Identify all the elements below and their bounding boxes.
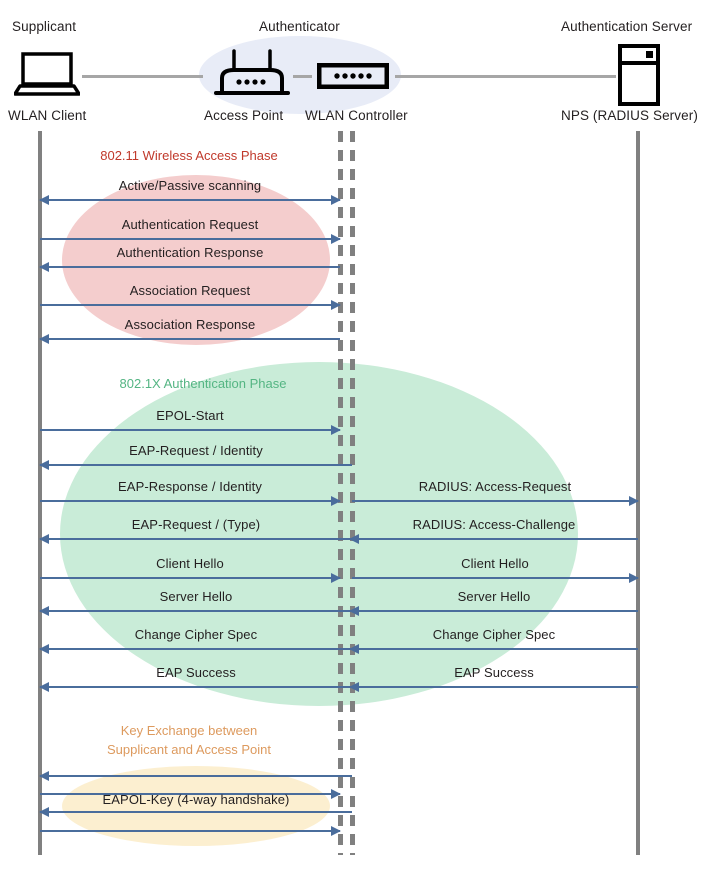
arrow-shaft xyxy=(352,500,638,502)
link-client-to-ap xyxy=(82,75,203,78)
message-label: Client Hello xyxy=(156,556,224,571)
message-label: Server Hello xyxy=(457,589,531,604)
link-controller-to-server xyxy=(395,75,616,78)
message-label: Change Cipher Spec xyxy=(432,627,556,642)
lifeline-access-point xyxy=(338,131,343,855)
arrow-shaft xyxy=(40,775,352,777)
lifeline-authentication-server xyxy=(636,131,640,855)
message-label: Server Hello xyxy=(159,589,233,604)
arrow-shaft xyxy=(40,538,352,540)
arrowhead-right-icon xyxy=(331,234,341,244)
message-label: Active/Passive scanning xyxy=(118,178,262,193)
arrow-shaft xyxy=(40,429,340,431)
arrowhead-right-icon xyxy=(331,826,341,836)
wireless-phase-caption: 802.11 Wireless Access Phase xyxy=(100,148,278,163)
message-label: Association Request xyxy=(129,283,251,298)
arrowhead-right-icon xyxy=(331,496,341,506)
arrowhead-left-icon xyxy=(349,534,359,544)
arrowhead-left-icon xyxy=(39,644,49,654)
role-title-supplicant: Supplicant xyxy=(12,19,77,34)
message-label: Authentication Response xyxy=(116,245,264,260)
arrow-shaft xyxy=(40,830,340,832)
arrowhead-right-icon xyxy=(629,496,639,506)
message-label: RADIUS: Access-Challenge xyxy=(412,517,576,532)
arrowhead-left-icon xyxy=(39,606,49,616)
arrow-shaft xyxy=(40,577,340,579)
arrow-shaft xyxy=(40,500,340,502)
arrowhead-left-icon xyxy=(39,334,49,344)
lifeline-supplicant xyxy=(38,131,42,855)
wireless-phase-highlight xyxy=(62,175,330,345)
arrowhead-right-icon xyxy=(629,573,639,583)
node-label-wlan-controller: WLAN Controller xyxy=(305,108,408,123)
node-label-nps-radius-server: NPS (RADIUS Server) xyxy=(561,108,698,123)
message-label: Client Hello xyxy=(461,556,529,571)
message-label: Association Response xyxy=(124,317,256,332)
arrowhead-right-icon xyxy=(331,573,341,583)
key-exchange-phase-caption-line1: Key Exchange between xyxy=(120,723,258,738)
arrow-shaft xyxy=(40,238,340,240)
arrowhead-left-icon xyxy=(349,682,359,692)
arrowhead-left-icon xyxy=(39,262,49,272)
arrow-shaft xyxy=(40,610,352,612)
arrow-shaft xyxy=(40,811,352,813)
arrowhead-right-icon xyxy=(331,300,341,310)
arrow-shaft xyxy=(40,648,352,650)
key-exchange-phase-highlight xyxy=(62,766,330,846)
arrowhead-left-icon xyxy=(349,606,359,616)
laptop-icon xyxy=(13,52,81,101)
arrowhead-right-icon xyxy=(331,425,341,435)
server-rack-icon xyxy=(617,44,661,111)
message-label: EAP-Response / Identity xyxy=(118,479,262,494)
message-label: RADIUS: Access-Request xyxy=(418,479,572,494)
message-label: EAPOL-Key (4-way handshake) xyxy=(102,792,290,807)
arrow-shaft xyxy=(350,686,638,688)
key-exchange-phase-caption-line2: Supplicant and Access Point xyxy=(106,742,272,757)
arrow-shaft xyxy=(40,464,352,466)
arrow-shaft xyxy=(350,648,638,650)
arrowhead-left-icon xyxy=(39,807,49,817)
arrow-shaft xyxy=(40,266,340,268)
message-label: EAP Success xyxy=(454,665,534,680)
lifeline-wlan-controller xyxy=(350,131,355,855)
arrowhead-left-icon xyxy=(39,534,49,544)
role-title-authentication-server: Authentication Server xyxy=(561,19,693,34)
arrow-shaft xyxy=(40,199,340,201)
arrowhead-left-icon xyxy=(349,644,359,654)
arrowhead-left-icon xyxy=(39,771,49,781)
arrow-shaft xyxy=(40,304,340,306)
arrow-shaft xyxy=(350,538,638,540)
arrowhead-right-icon xyxy=(331,195,341,205)
message-label: EAP Success xyxy=(156,665,236,680)
arrow-shaft xyxy=(350,610,638,612)
dot1x-phase-caption: 802.1X Authentication Phase xyxy=(119,376,287,391)
arrow-shaft xyxy=(40,686,352,688)
message-label: EPOL-Start xyxy=(156,408,224,423)
network-switch-icon xyxy=(316,62,390,94)
arrow-shaft xyxy=(40,338,340,340)
node-label-wlan-client: WLAN Client xyxy=(8,108,87,123)
message-label: EAP-Request / Identity xyxy=(129,443,263,458)
arrow-shaft xyxy=(352,577,638,579)
arrowhead-left-icon xyxy=(39,195,49,205)
arrow-shaft xyxy=(40,793,340,795)
arrowhead-left-icon xyxy=(39,682,49,692)
message-label: Change Cipher Spec xyxy=(134,627,258,642)
message-label: Authentication Request xyxy=(121,217,259,232)
wireless-router-icon xyxy=(214,48,290,103)
message-label: EAP-Request / (Type) xyxy=(131,517,261,532)
arrowhead-right-icon xyxy=(331,789,341,799)
link-ap-to-controller xyxy=(293,75,312,78)
arrowhead-left-icon xyxy=(39,460,49,470)
node-label-access-point: Access Point xyxy=(204,108,284,123)
role-title-authenticator: Authenticator xyxy=(259,19,340,34)
